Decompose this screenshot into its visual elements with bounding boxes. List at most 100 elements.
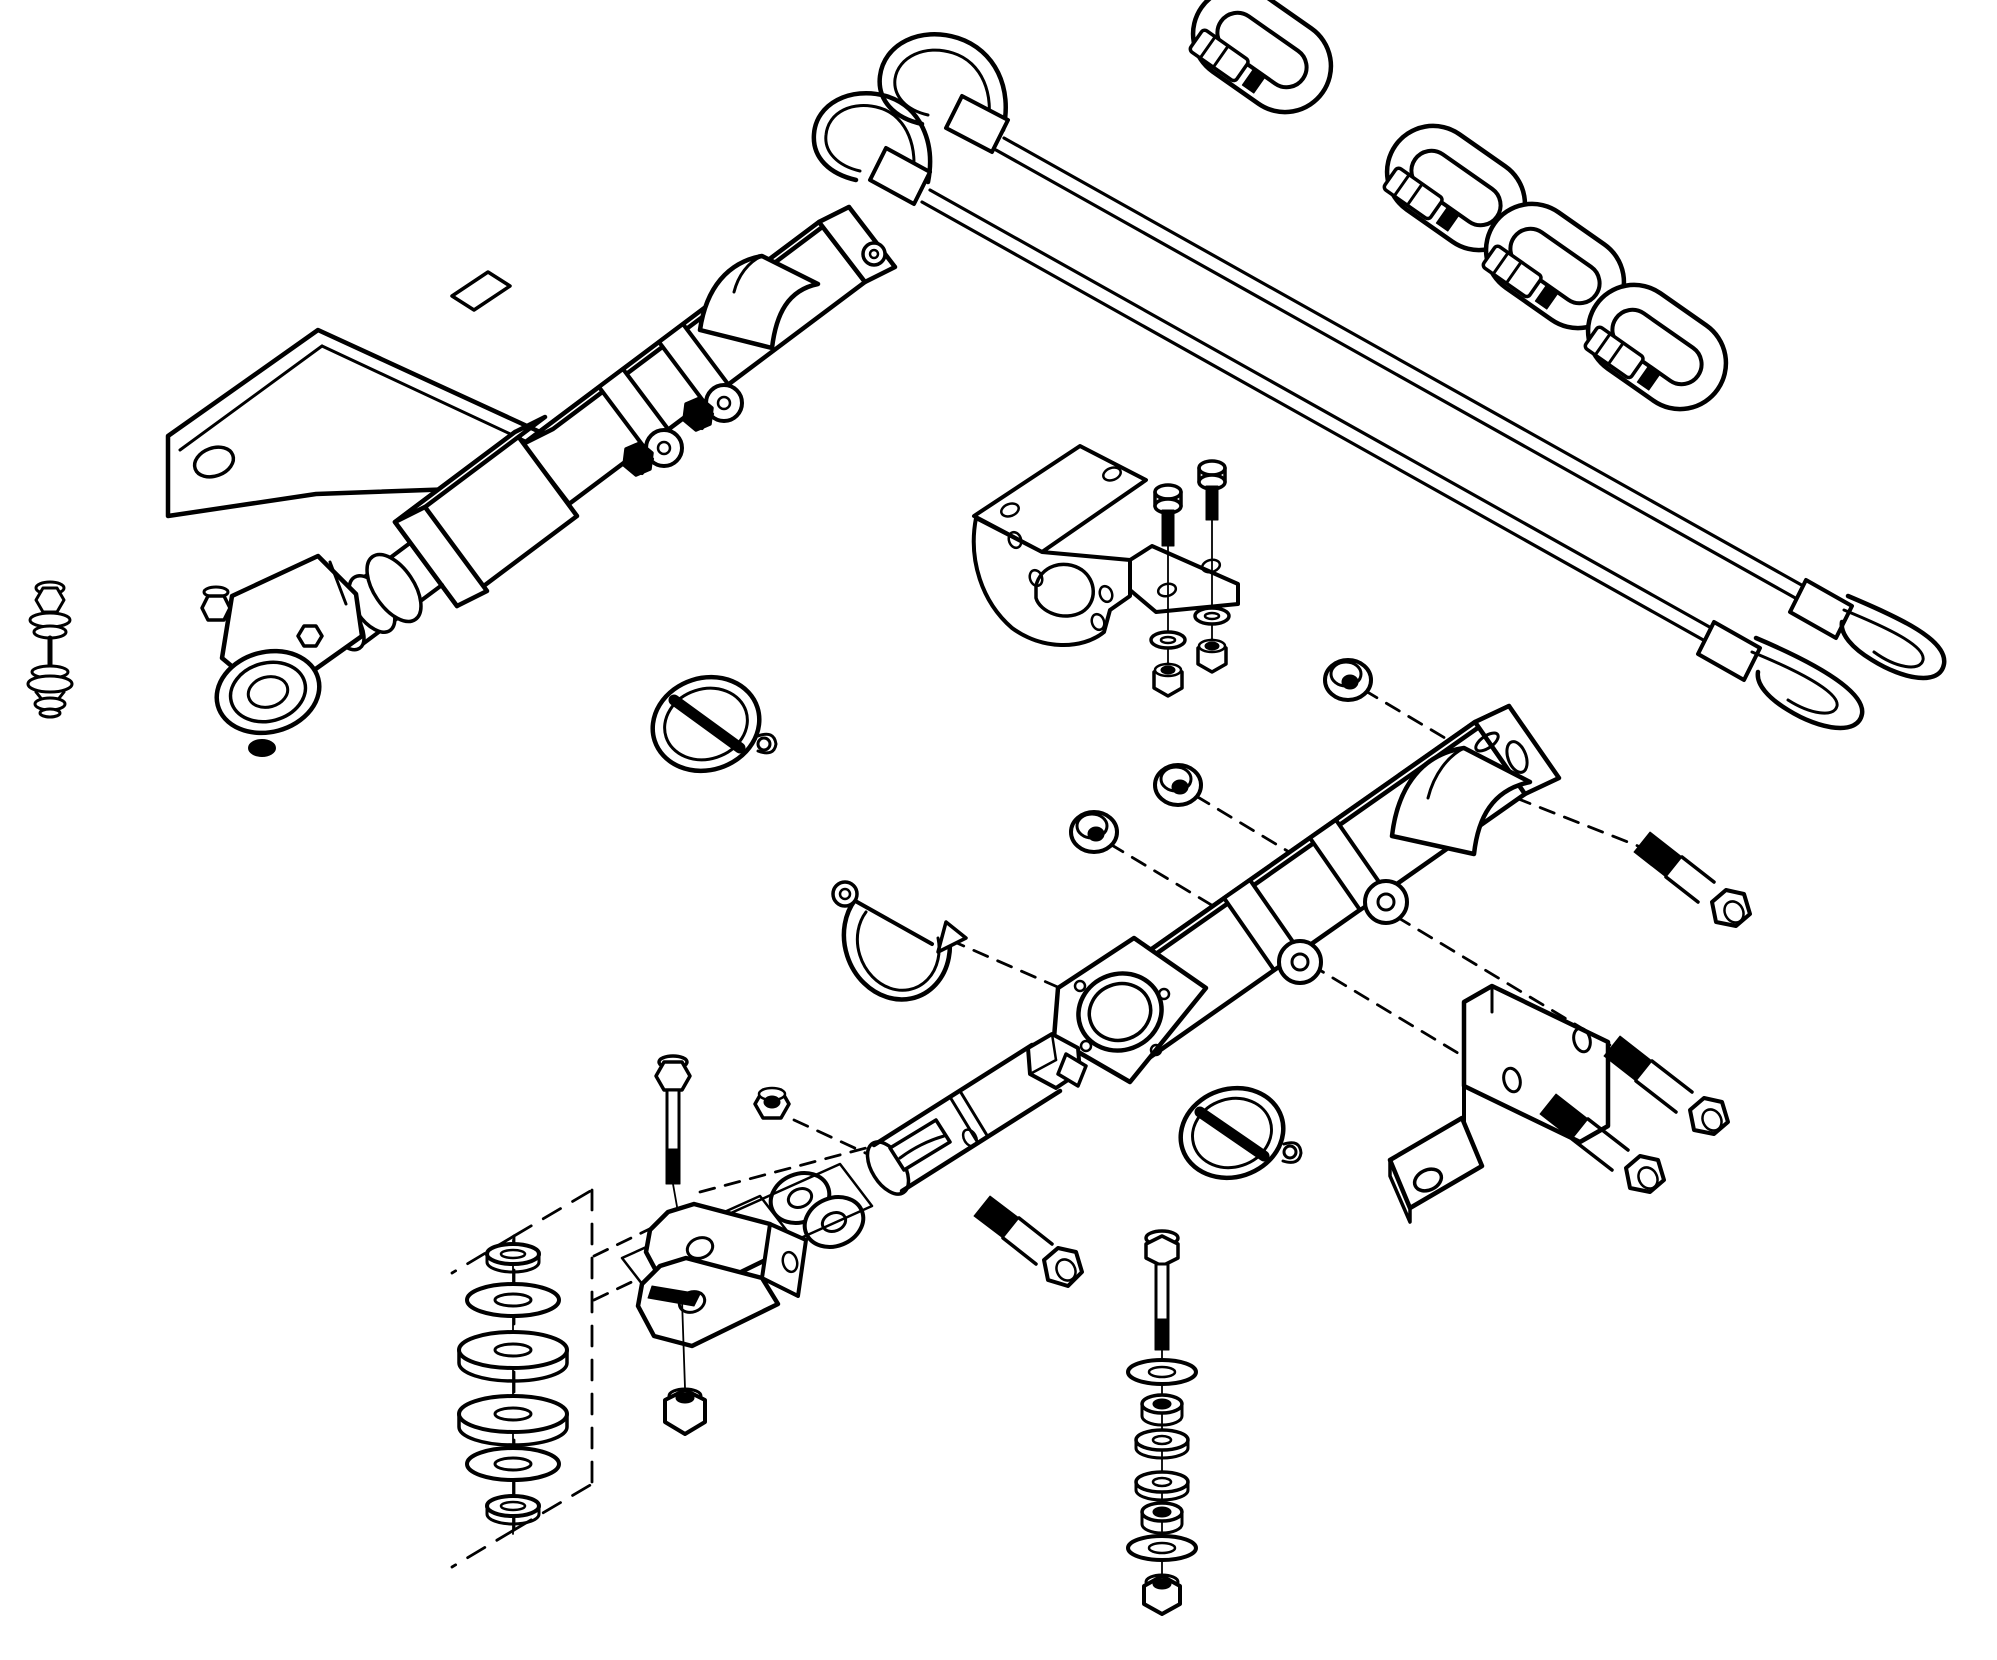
shank-bottom [1634,1079,1678,1114]
sleeve-line [1606,341,1625,366]
bushing-depth [1140,1510,1184,1535]
small-bolt-assembly [26,580,74,719]
cable-line-2 [920,200,1716,648]
ring-top [485,1494,541,1518]
bolt-threads [1205,485,1219,521]
cap-hump-inner [1426,746,1466,800]
knob-wire [1281,1141,1303,1164]
clamp-strap-1 [1222,878,1323,985]
flat-washer-hole [1147,1541,1177,1555]
anchor-bracket [1387,983,1611,1224]
plate-hole [1502,1066,1522,1094]
dash-4 [1514,796,1640,848]
anchor-bolt-1 [1633,831,1752,928]
link-inner [1508,226,1602,306]
shank-top [1680,855,1716,884]
ferrule-2 [1696,620,1762,682]
strap-ear [1277,939,1323,985]
locknut-hole [1152,1578,1172,1590]
top-hole [1000,502,1020,518]
plug-tip [1056,1052,1088,1088]
tube-hole [961,1128,979,1148]
flange-hole [1073,979,1087,993]
knob-slot [668,694,746,754]
right-wing [1128,544,1240,614]
quick-link-3 [1481,201,1627,331]
washer-top [465,1446,561,1482]
dash-9 [792,1118,900,1170]
end-pin [861,241,887,267]
flange-nut-1 [1323,658,1373,702]
link-outer [1585,282,1729,412]
shank-bottom [1001,1236,1038,1266]
flanged-washer-hole [1151,1434,1173,1446]
knob-pin [1282,1144,1298,1160]
plug-facet [1050,1032,1058,1062]
cable-line-1 [928,188,1724,636]
roller-hub [246,675,290,709]
knob-inner [1191,1096,1273,1170]
connector-cutout [1034,562,1095,618]
shank-bottom [1664,875,1700,904]
clevis-bolt-side [296,624,324,648]
washer-hole [493,1292,533,1308]
sleeve-line [1504,260,1523,285]
collar-line [948,1095,980,1145]
slotted-knob-a [650,674,778,774]
head-hex [1688,1096,1730,1136]
gate-notch [1534,285,1558,310]
plane-ext-top [450,1234,516,1275]
head-face [1637,1166,1659,1190]
shank-top [1650,1059,1694,1094]
link-sleeve [1583,325,1645,380]
cable-line-2 [994,148,1808,606]
strap-2-ear-hole [656,440,672,456]
clevis-edge [328,560,348,606]
connector-bracket [971,444,1240,648]
housing-end-face [392,504,490,609]
cap-hump-inner [732,254,764,294]
plane-top [512,1188,594,1238]
nut-hole [763,1095,781,1109]
ferrule [868,146,932,206]
ring-depth [485,1252,541,1274]
loop-outer [811,90,933,185]
tube-top [871,1042,1035,1148]
foot-thickness [1388,1158,1412,1224]
clip-head [831,880,859,908]
latch-tab [450,270,512,312]
loop2-outer [1753,635,1865,731]
sleeve-line [1211,44,1230,69]
connector-bolt-1 [1149,483,1187,698]
shank-top [1017,1216,1054,1246]
washer-top [465,1282,561,1318]
nut-hole [675,1392,695,1404]
collar-line [958,1089,990,1139]
head-face [1701,1108,1723,1132]
plate-hole [1572,1026,1592,1054]
bracket-bend [320,344,538,448]
top-hole [1102,466,1122,482]
bolt-head-top [1197,459,1227,477]
notch-curve [898,1134,946,1160]
flange-nut-2 [1153,763,1203,807]
washer-top [457,1394,569,1434]
clevis-bolt-top [200,594,232,622]
threads [1603,1035,1653,1082]
sleeve-line [1198,35,1217,60]
flanged-washer [1134,1428,1190,1452]
end-pin-hole [868,248,880,260]
head-hex [1042,1246,1084,1288]
face-hole [1028,568,1044,588]
loop-inner [893,48,991,130]
gate-notch [1241,69,1265,94]
flanged-washer-hole [1151,1476,1173,1488]
dash-2 [1194,794,1620,1052]
threads [973,1195,1020,1239]
face-hole [1007,530,1023,550]
quick-link-4 [1583,282,1729,412]
flat-washer [1126,1358,1198,1386]
head-hex [1144,1234,1180,1268]
locknut-hole [1160,665,1176,675]
